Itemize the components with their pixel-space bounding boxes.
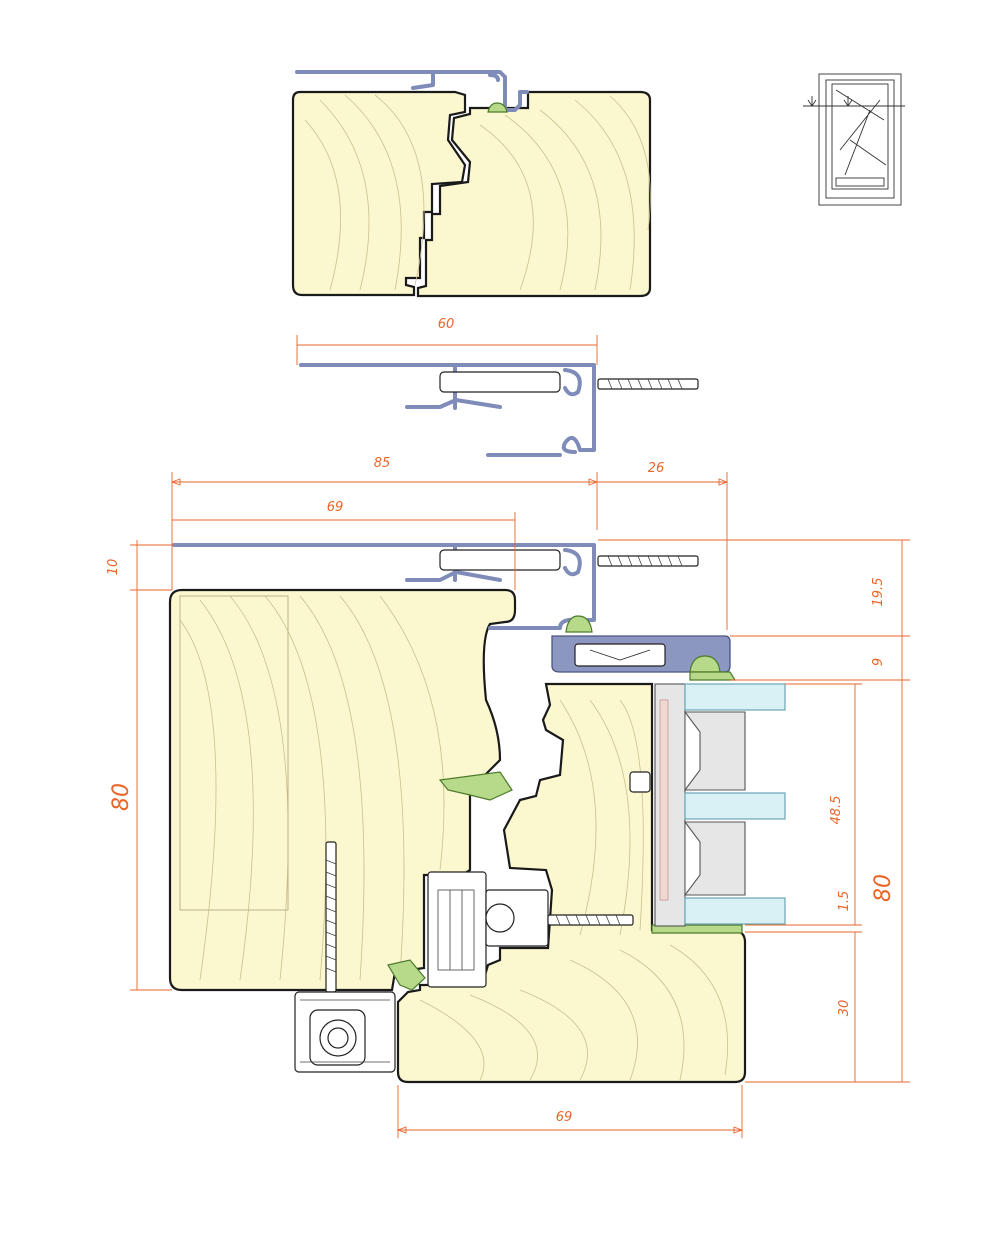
dim-glass-height: 48.5 xyxy=(829,796,844,825)
dim-top-profile-width: 60 xyxy=(438,317,455,332)
dim-sash-height: 80 xyxy=(871,874,896,902)
top-frame-detail xyxy=(291,70,652,298)
dim-gap: 9 xyxy=(871,658,886,666)
hinge-barrel-icon xyxy=(294,991,396,1073)
frame-screw-icon xyxy=(325,841,337,993)
dim-top-offset: 19.5 xyxy=(871,578,886,607)
top-screw-icon xyxy=(597,555,699,567)
dim-overall-width: 85 xyxy=(374,456,391,471)
window-elevation-key xyxy=(803,73,905,206)
dim-glass-gap: 1.5 xyxy=(837,891,852,912)
dim-sash-width: 69 xyxy=(556,1110,573,1125)
dim-bottom-rail: 30 xyxy=(837,1000,852,1017)
dim-reveal-width: 26 xyxy=(648,461,665,476)
screw-icon xyxy=(597,378,699,390)
dim-cap-height: 10 xyxy=(106,559,121,576)
cover-profile-detail xyxy=(299,363,699,457)
dim-frame-height: 80 xyxy=(109,783,134,811)
main-section: 85 26 60 69 10 80 19.5 9 80 48.5 xyxy=(106,317,910,1138)
hinge-screw-icon xyxy=(547,914,634,926)
dim-cap-width: 69 xyxy=(327,500,344,515)
